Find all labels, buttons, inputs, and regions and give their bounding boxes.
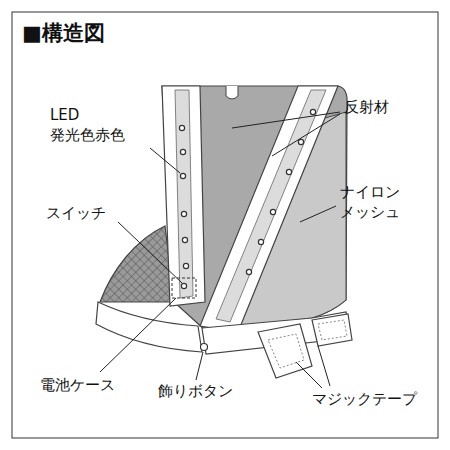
led-dots: [179, 109, 315, 274]
left-belt: [96, 302, 202, 352]
frame: [12, 12, 438, 438]
tape-tab: [312, 314, 352, 346]
part-label: LED 発光色赤色: [50, 106, 142, 145]
part-label: スイッチ: [46, 204, 106, 224]
switch: [181, 283, 186, 288]
tape-strip: [318, 320, 347, 340]
part-label: マジックテープ: [312, 390, 417, 410]
reflective-stripe: [216, 90, 326, 322]
tape-strip: [268, 334, 304, 368]
part-label: 反射材: [344, 98, 389, 118]
diagram-title: ■構造図: [22, 20, 105, 47]
reflective-stripe: [175, 90, 193, 298]
leader-lines: [100, 112, 340, 388]
battery-case: [172, 278, 196, 298]
left-strap: [162, 86, 205, 306]
part-label: 飾りボタン: [158, 382, 233, 402]
part-label: 電池ケース: [40, 376, 115, 396]
part-label: ナイロン メッシュ: [340, 183, 422, 222]
collar-tab: [226, 86, 238, 99]
deco-button: [201, 344, 208, 351]
mesh-panel: [100, 226, 174, 302]
